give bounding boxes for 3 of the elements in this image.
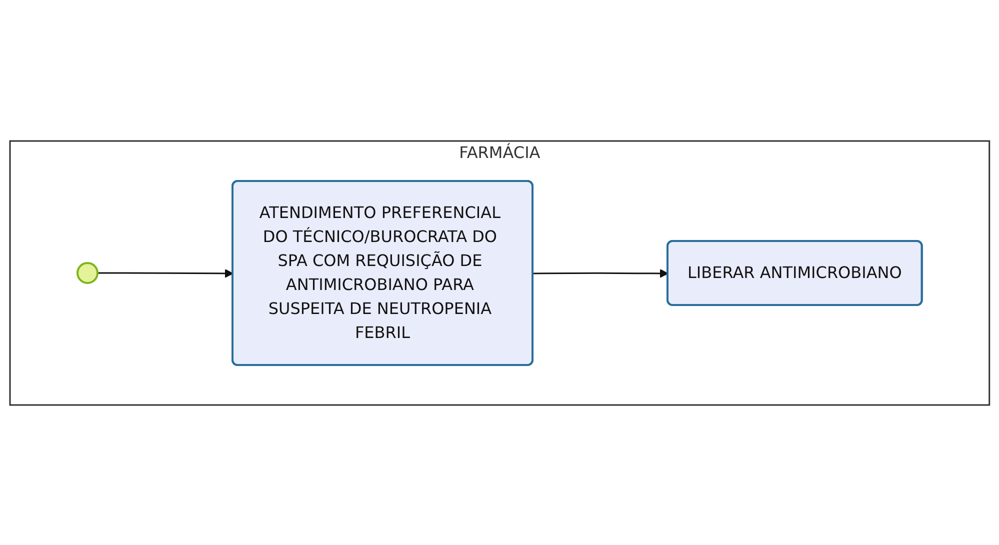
arrow bbox=[97, 268, 234, 278]
arrow bbox=[532, 268, 668, 278]
node-circle bbox=[76, 262, 98, 284]
